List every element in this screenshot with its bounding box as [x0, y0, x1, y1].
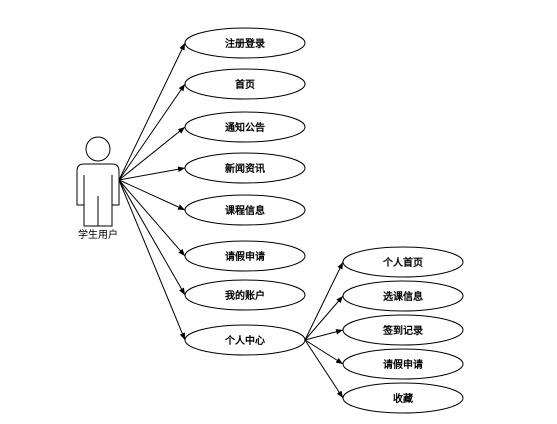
- sub-case-sign-in-record: 签到记录: [342, 314, 464, 346]
- use-case-personal-center: 个人中心: [184, 324, 306, 356]
- use-case-label: 请假申请: [225, 250, 265, 263]
- use-case-ellipse: [184, 240, 306, 272]
- sub-case-course-selection: 选课信息: [342, 280, 464, 312]
- use-case-label: 首页: [235, 78, 255, 91]
- association-register-login: [118, 42, 186, 181]
- use-case-ellipse: [184, 68, 306, 100]
- use-case-ellipse: [184, 279, 306, 311]
- association-personal-home: [304, 261, 344, 341]
- use-case-label: 个人中心: [224, 334, 265, 347]
- sub-case-ellipse: [342, 280, 464, 312]
- sub-case-leave-application-sub: 请假申请: [342, 348, 464, 380]
- association-sign-in-record: [304, 329, 344, 341]
- use-case-leave-application: 请假申请: [184, 240, 306, 272]
- actor-body: [76, 163, 120, 227]
- association-course-selection: [304, 295, 344, 341]
- use-case-label: 新闻资讯: [225, 162, 265, 175]
- use-case-my-account: 我的账户: [184, 279, 306, 311]
- sub-case-ellipse: [342, 348, 464, 380]
- association-course-info: [118, 179, 186, 211]
- association-lines: [118, 42, 344, 399]
- use-case-ellipse: [184, 324, 306, 356]
- use-case-ellipse: [184, 111, 306, 143]
- association-leave-application-sub: [304, 339, 344, 365]
- sub-case-favorites: 收藏: [342, 382, 464, 414]
- association-personal-center: [118, 179, 186, 341]
- sub-case-ellipse: [342, 246, 464, 278]
- sub-case-label: 个人首页: [382, 256, 423, 269]
- use-case-home: 首页: [184, 68, 306, 100]
- use-case-course-info: 课程信息: [184, 194, 306, 226]
- actor-head: [85, 136, 111, 162]
- student-actor: 学生用户: [76, 136, 120, 241]
- association-notice: [118, 126, 186, 181]
- actor-label: 学生用户: [78, 228, 118, 241]
- sub-case-label: 选课信息: [383, 290, 423, 303]
- use-case-notice: 通知公告: [184, 111, 306, 143]
- use-case-label: 我的账户: [225, 289, 265, 302]
- sub-case-label: 收藏: [393, 392, 413, 405]
- association-my-account: [118, 179, 186, 296]
- sub-case-ellipse: [342, 382, 464, 414]
- use-case-ellipse: [184, 194, 306, 226]
- use-case-ellipse: [184, 152, 306, 184]
- association-leave-application: [118, 179, 186, 257]
- sub-case-personal-home: 个人首页: [342, 246, 464, 278]
- association-favorites: [304, 339, 344, 399]
- use-case-label: 注册登录: [225, 37, 265, 50]
- sub-case-label: 请假申请: [383, 358, 423, 371]
- use-case-news: 新闻资讯: [184, 152, 306, 184]
- use-case-label: 课程信息: [225, 204, 265, 217]
- sub-case-label: 签到记录: [382, 324, 423, 337]
- association-home: [118, 83, 186, 181]
- association-news: [118, 166, 186, 181]
- use-case-ellipse: [184, 27, 306, 59]
- use-case-register-login: 注册登录: [184, 27, 306, 59]
- use-case-label: 通知公告: [225, 121, 265, 134]
- sub-case-ellipse: [342, 314, 464, 346]
